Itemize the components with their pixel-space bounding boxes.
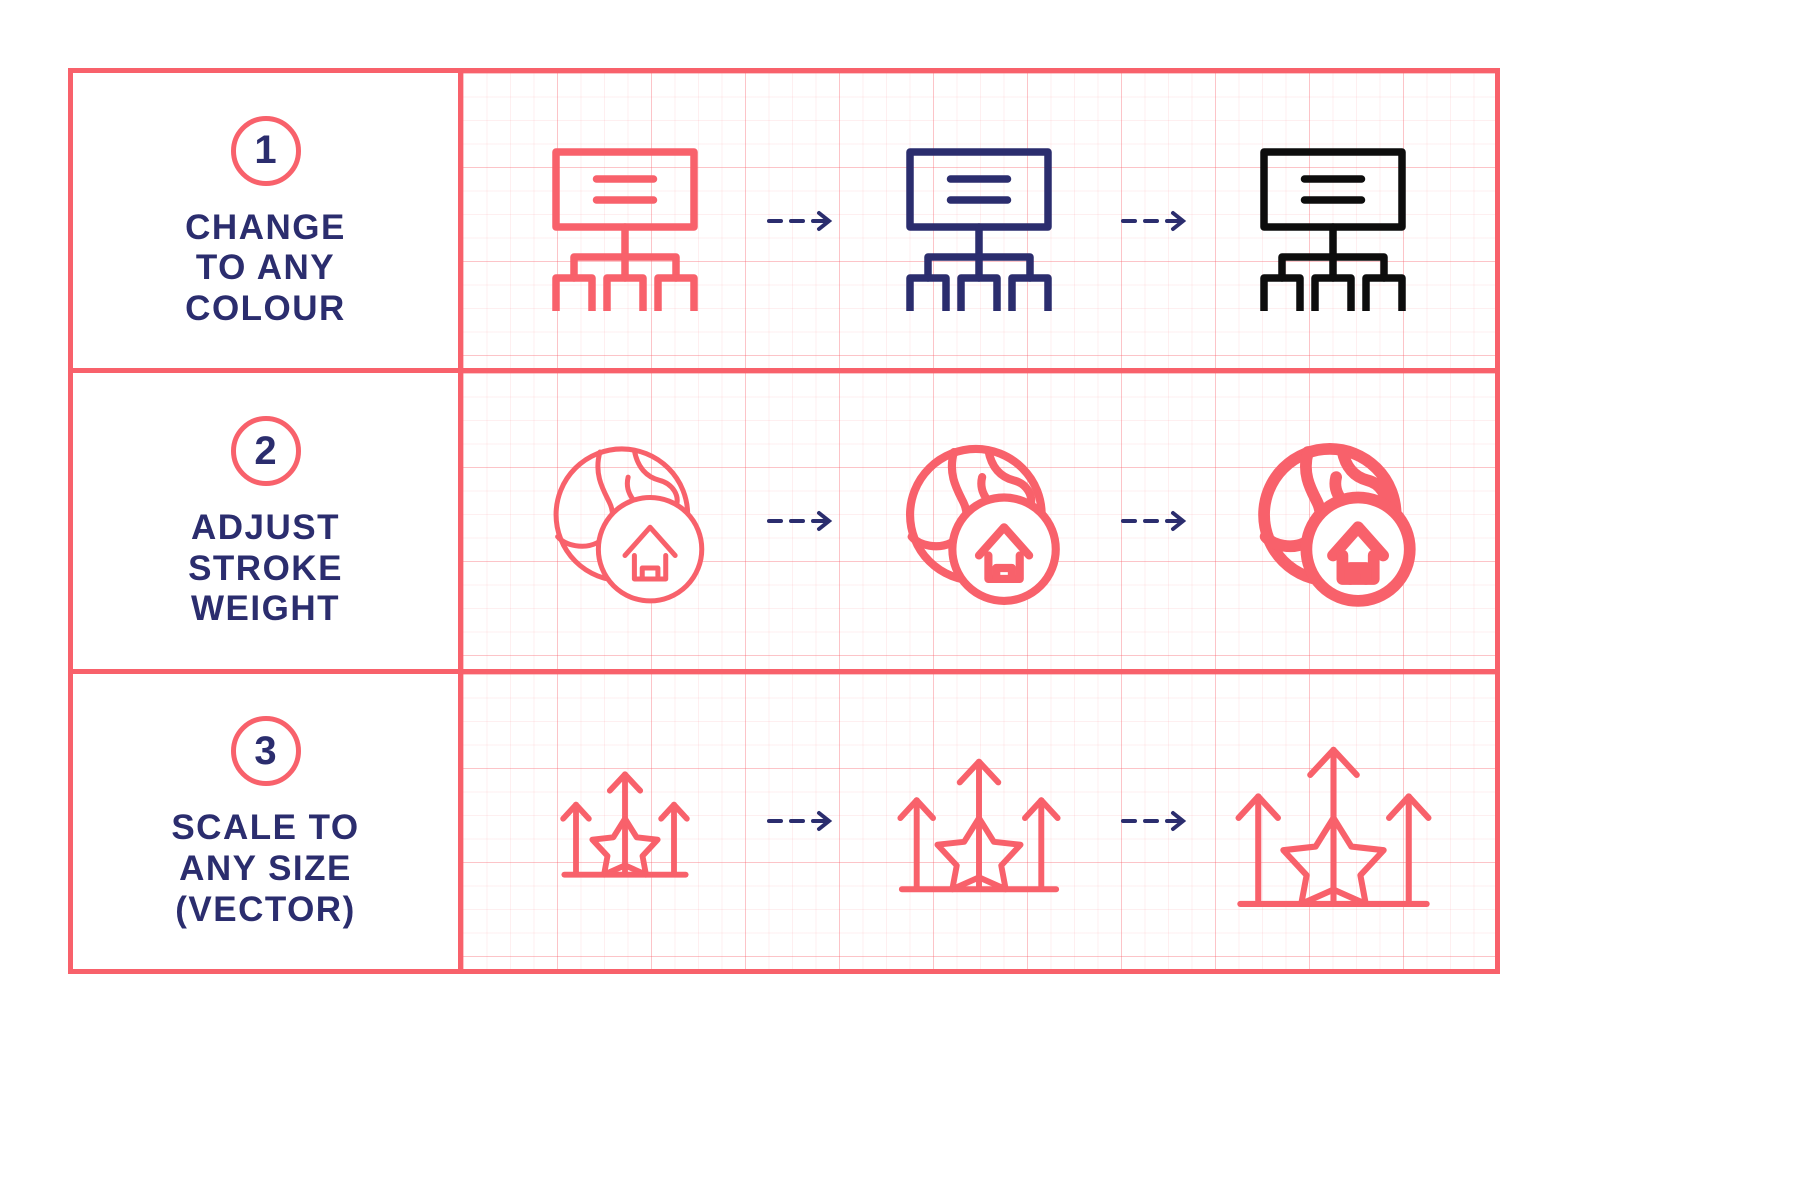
transition-arrow-1 xyxy=(765,804,839,838)
row-label-3: SCALE TO ANY SIZE (VECTOR) xyxy=(171,808,359,930)
growth-arrows-star-icon xyxy=(1234,746,1432,907)
growth-arrows-star-icon xyxy=(560,771,690,878)
icon-variant-2 xyxy=(839,427,1119,615)
icon-variant-2 xyxy=(839,732,1119,910)
label-line: ADJUST xyxy=(190,508,340,548)
icon-variant-1 xyxy=(485,751,765,891)
label-line: WEIGHT xyxy=(191,589,340,629)
icon-strip xyxy=(463,373,1495,668)
feature-table: 1 CHANGE TO ANY COLOUR xyxy=(68,68,1500,974)
growth-arrows-star-icon xyxy=(897,759,1061,893)
transition-arrow-2 xyxy=(1119,204,1193,238)
label-line: (VECTOR) xyxy=(175,889,356,929)
icon-variant-1 xyxy=(485,427,765,615)
label-line: SCALE TO xyxy=(171,808,360,848)
transition-arrow-2 xyxy=(1119,804,1193,838)
dashed-arrow-right-icon xyxy=(1121,210,1187,231)
step-number: 2 xyxy=(254,428,277,473)
dashed-arrow-right-icon xyxy=(1121,811,1187,832)
step-number: 1 xyxy=(254,128,277,173)
icon-strip xyxy=(463,674,1495,969)
step-number-badge: 1 xyxy=(230,115,301,186)
row-label-cell-2: 2 ADJUST STROKE WEIGHT xyxy=(73,373,463,669)
table-row: 2 ADJUST STROKE WEIGHT xyxy=(73,373,1495,674)
label-line: TO ANY xyxy=(195,248,336,288)
row-label-1: CHANGE TO ANY COLOUR xyxy=(185,208,346,330)
hierarchy-org-chart-icon xyxy=(906,147,1052,311)
table-row: 3 SCALE TO ANY SIZE (VECTOR) xyxy=(73,673,1495,969)
hierarchy-org-chart-icon xyxy=(552,147,698,311)
globe-home-arrow-icon xyxy=(905,444,1060,605)
hierarchy-org-chart-icon xyxy=(1260,147,1406,311)
step-number: 3 xyxy=(254,728,277,773)
dashed-arrow-right-icon xyxy=(1121,510,1187,531)
dashed-arrow-right-icon xyxy=(767,210,833,231)
icon-variant-3 xyxy=(1193,714,1473,929)
row-label-cell-1: 1 CHANGE TO ANY COLOUR xyxy=(73,73,463,369)
globe-home-arrow-icon xyxy=(553,446,705,604)
label-line: ANY SIZE xyxy=(179,849,352,889)
dashed-arrow-right-icon xyxy=(767,510,833,531)
icon-variant-3 xyxy=(1193,131,1473,311)
row-label-2: ADJUST STROKE WEIGHT xyxy=(188,508,343,630)
transition-arrow-1 xyxy=(765,504,839,538)
icon-variant-1 xyxy=(485,131,765,311)
icon-demo-cell-2 xyxy=(463,373,1495,669)
icon-strip xyxy=(463,73,1495,368)
transition-arrow-2 xyxy=(1119,504,1193,538)
dashed-arrow-right-icon xyxy=(767,811,833,832)
icon-demo-cell-3 xyxy=(463,673,1495,969)
step-number-badge: 3 xyxy=(230,716,301,787)
step-number-badge: 2 xyxy=(230,416,301,487)
icon-variant-3 xyxy=(1193,427,1473,615)
label-line: CHANGE xyxy=(185,207,346,247)
row-label-cell-3: 3 SCALE TO ANY SIZE (VECTOR) xyxy=(73,673,463,969)
globe-home-arrow-icon xyxy=(1258,443,1416,607)
transition-arrow-1 xyxy=(765,204,839,238)
icon-demo-cell-1 xyxy=(463,73,1495,369)
table-row: 1 CHANGE TO ANY COLOUR xyxy=(73,73,1495,374)
label-line: COLOUR xyxy=(185,288,346,328)
label-line: STROKE xyxy=(188,548,343,588)
icon-variant-2 xyxy=(839,131,1119,311)
